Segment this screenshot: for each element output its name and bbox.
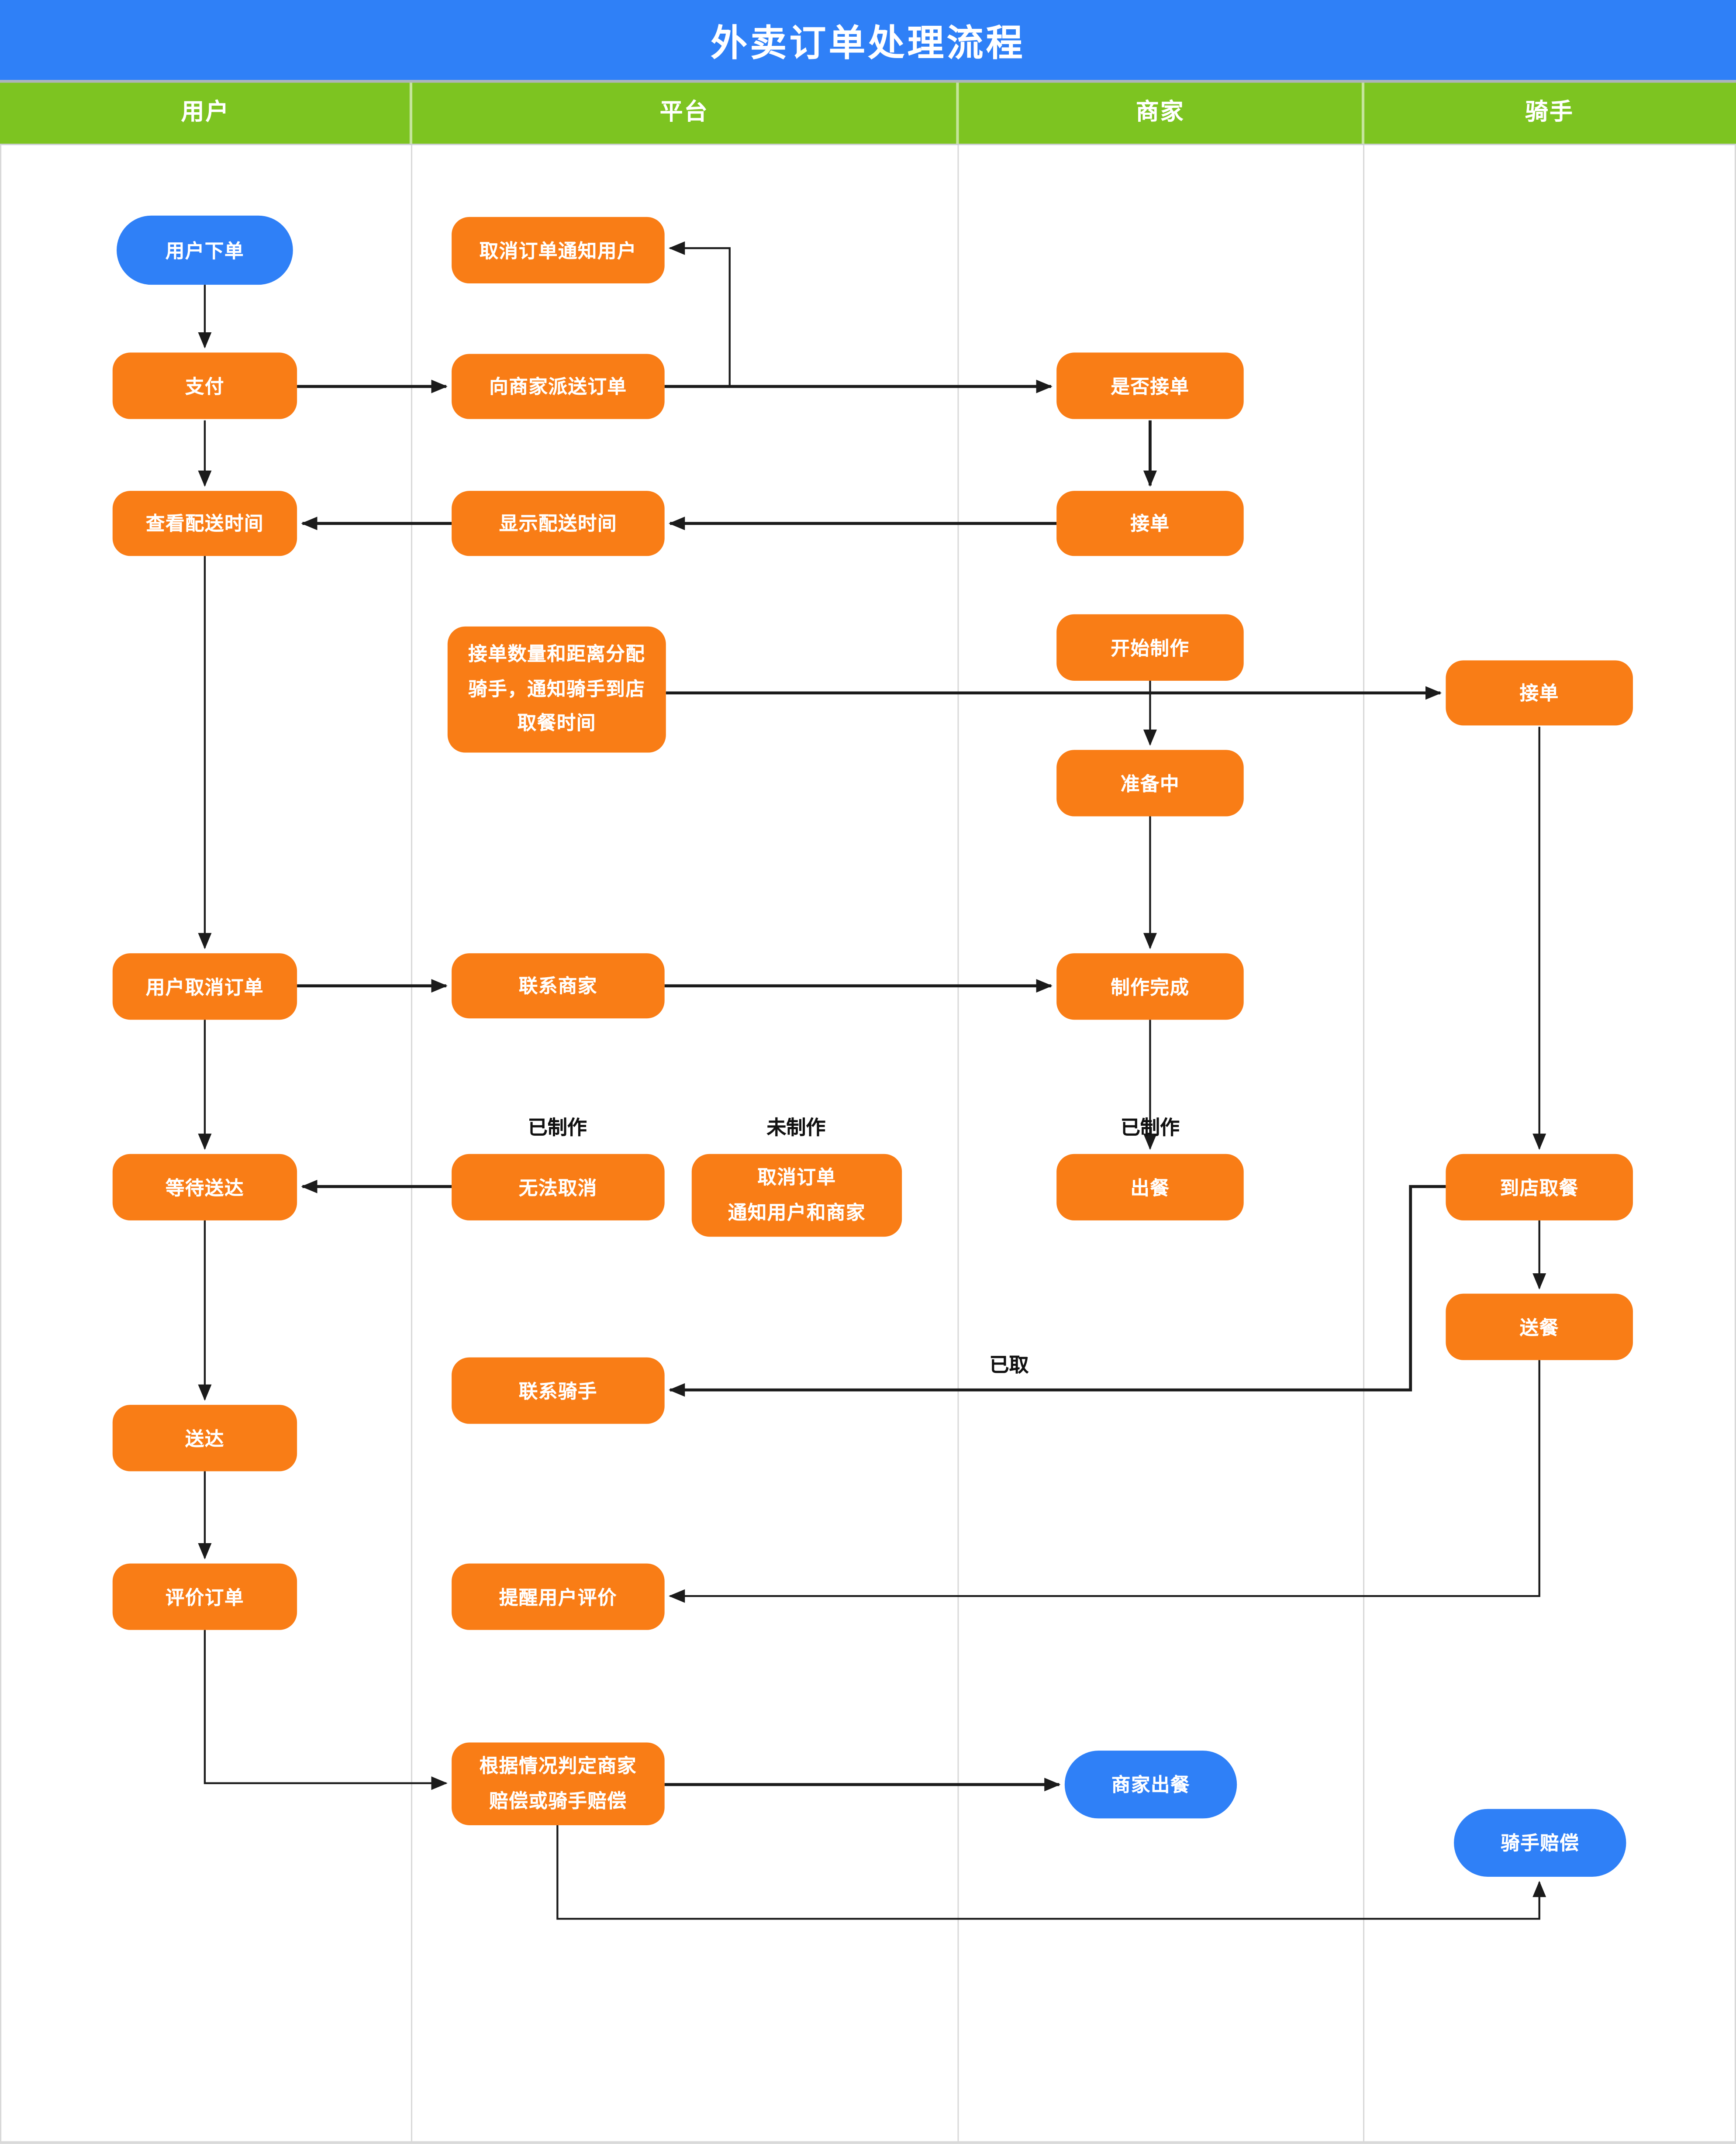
node-store-pickup: 到店取餐 <box>1446 1154 1633 1220</box>
edge-judge-to-rider-compensate <box>556 1825 1546 1920</box>
edge-review-to-judge <box>204 1630 448 1790</box>
lane-divider-header <box>956 83 959 144</box>
lane-divider-header <box>1361 83 1365 144</box>
node-judge-compensation: 根据情况判定商家 赔偿或骑手赔偿 <box>452 1742 665 1825</box>
node-merchant-accept: 接单 <box>1056 491 1244 556</box>
edge-label-not-made: 未制作 <box>766 1118 826 1140</box>
node-cooking-done: 制作完成 <box>1056 953 1244 1020</box>
node-wait-delivery: 等待送达 <box>112 1154 297 1220</box>
node-cancel-notify-user: 取消订单通知用户 <box>452 217 665 284</box>
lane-divider <box>410 145 413 2141</box>
node-start-cooking: 开始制作 <box>1056 614 1244 681</box>
canvas-left-border <box>0 145 2 2143</box>
node-review-order: 评价订单 <box>112 1563 297 1630</box>
title-bar: 外卖订单处理流程 <box>0 0 1736 80</box>
node-dispatch-order: 向商家派送订单 <box>452 354 665 419</box>
edge-pickup-to-contact-rider <box>668 1185 1446 1397</box>
lane-header-user: 用户 <box>181 99 230 125</box>
node-cannot-cancel: 无法取消 <box>452 1154 665 1220</box>
node-contact-rider: 联系骑手 <box>452 1357 665 1424</box>
node-rider-compensate: 骑手赔偿 <box>1454 1809 1626 1877</box>
node-serve-meal: 出餐 <box>1056 1154 1244 1220</box>
header-separator <box>0 80 1736 83</box>
node-pay: 支付 <box>112 352 297 419</box>
lane-divider-header <box>409 83 413 144</box>
canvas-right-border <box>1734 145 1736 2143</box>
lane-header-merchant: 商家 <box>1135 99 1185 125</box>
node-preparing: 准备中 <box>1056 750 1244 817</box>
lane-header-rider: 骑手 <box>1525 99 1574 125</box>
node-cancel-notify-both: 取消订单 通知用户和商家 <box>691 1154 902 1237</box>
canvas-bottom-border <box>0 2141 1736 2144</box>
edge-label-made-merchant: 已制作 <box>1120 1118 1180 1140</box>
lane-header-platform: 平台 <box>659 99 709 125</box>
lane-divider <box>956 145 959 2141</box>
node-show-delivery-time: 显示配送时间 <box>452 491 665 556</box>
node-view-delivery-time: 查看配送时间 <box>112 491 297 556</box>
lane-band-separator <box>0 144 1736 145</box>
node-delivered: 送达 <box>112 1405 297 1472</box>
lane-header-band <box>0 83 1736 144</box>
lane-divider <box>1362 145 1365 2141</box>
node-user-order: 用户下单 <box>117 215 293 285</box>
node-remind-review: 提醒用户评价 <box>452 1563 665 1630</box>
node-rider-accept: 接单 <box>1446 660 1633 726</box>
edge-label-made-platform: 已制作 <box>528 1118 587 1140</box>
node-merchant-serve-end: 商家出餐 <box>1064 1751 1237 1819</box>
node-contact-merchant: 联系商家 <box>452 953 665 1019</box>
page-title: 外卖订单处理流程 <box>711 23 1025 64</box>
edge-decision-to-cancel-notify <box>668 241 731 387</box>
edge-deliver-to-remind-review <box>668 1360 1540 1603</box>
node-assign-rider: 接单数量和距离分配 骑手，通知骑手到店 取餐时间 <box>447 626 666 753</box>
node-user-cancel: 用户取消订单 <box>112 953 297 1020</box>
edge-label-picked-up: 已取 <box>989 1355 1029 1377</box>
node-deliver-meal: 送餐 <box>1446 1293 1633 1360</box>
node-accept-decision: 是否接单 <box>1056 352 1244 419</box>
